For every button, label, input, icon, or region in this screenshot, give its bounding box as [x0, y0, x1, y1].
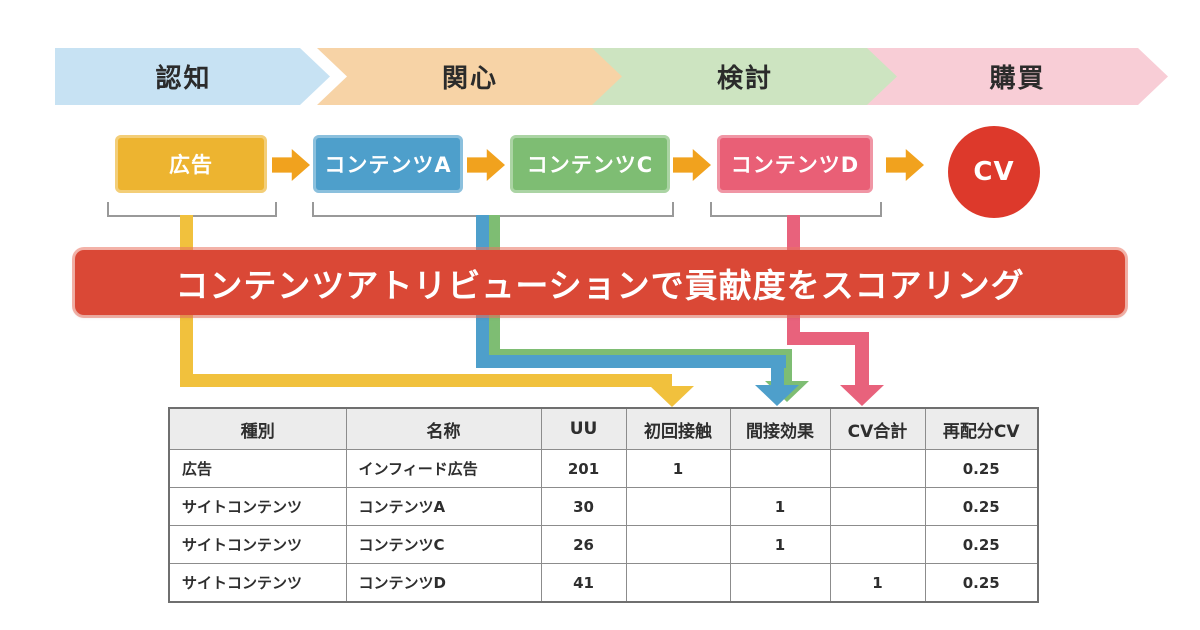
cell-name: インフィード広告: [345, 449, 542, 488]
cell-uu: 201: [540, 449, 627, 488]
flow-arrow-icon: [272, 149, 310, 181]
cell-indirect: 1: [729, 487, 831, 526]
scoring-banner: コンテンツアトリビューションで貢献度をスコアリング: [75, 250, 1125, 315]
table-header-row: 種別 名称 UU 初回接触 間接効果 CV合計 再配分CV: [168, 407, 1039, 450]
node-content-c: コンテンツC: [510, 135, 670, 193]
cell-indirect: [729, 563, 831, 603]
cell-cv-total: [829, 449, 926, 488]
node-content-d: コンテンツD: [717, 135, 873, 193]
flow-arrow-icon: [467, 149, 505, 181]
cell-cv-total: [829, 487, 926, 526]
node-label: コンテンツD: [730, 153, 860, 177]
cell-redistributed-cv: 0.25: [924, 563, 1039, 603]
connector-pink-arrowhead-icon: [840, 385, 884, 406]
cell-uu: 41: [540, 563, 627, 603]
cell-redistributed-cv: 0.25: [924, 487, 1039, 526]
node-label: CV: [973, 157, 1015, 187]
connector-pink-drop: [855, 332, 869, 387]
node-content-a: コンテンツA: [313, 135, 463, 193]
funnel-stage-label: 購買: [989, 64, 1046, 94]
node-label: 広告: [169, 153, 213, 177]
node-ad: 広告: [115, 135, 267, 193]
cell-cv-total: [829, 525, 926, 564]
table-row: サイトコンテンツ コンテンツC 26 1 0.25: [168, 525, 1039, 564]
cell-redistributed-cv: 0.25: [924, 449, 1039, 488]
cell-uu: 30: [540, 487, 627, 526]
cell-first-touch: 1: [625, 449, 731, 488]
node-cv: CV: [948, 126, 1040, 218]
table-row: サイトコンテンツ コンテンツA 30 1 0.25: [168, 487, 1039, 526]
funnel-stage-label: 認知: [155, 64, 212, 94]
funnel-stage-label: 検討: [716, 64, 773, 94]
cell-cv-total: 1: [829, 563, 926, 603]
cell-first-touch: [625, 525, 731, 564]
cell-name: コンテンツD: [345, 563, 542, 603]
attribution-table: 種別 名称 UU 初回接触 間接効果 CV合計 再配分CV 広告 インフィード広…: [168, 407, 1039, 603]
connector-blue-arrowhead-icon: [755, 385, 799, 406]
cell-first-touch: [625, 563, 731, 603]
col-header-indirect: 間接効果: [729, 407, 831, 450]
funnel-stage-purchase: 購買: [867, 48, 1168, 105]
table-row: サイトコンテンツ コンテンツD 41 1 0.25: [168, 563, 1039, 603]
cell-name: コンテンツC: [345, 525, 542, 564]
funnel-stage-awareness: 認知: [55, 48, 330, 105]
cell-indirect: [729, 449, 831, 488]
flow-arrow-icon: [673, 149, 711, 181]
cell-name: コンテンツA: [345, 487, 542, 526]
connector-yellow-horizontal: [180, 374, 672, 387]
node-label: コンテンツA: [324, 153, 452, 177]
col-header-cv-total: CV合計: [829, 407, 926, 450]
table-row: 広告 インフィード広告 201 1 0.25: [168, 449, 1039, 488]
connector-pink-horizontal: [787, 332, 869, 345]
cell-redistributed-cv: 0.25: [924, 525, 1039, 564]
cell-type: 広告: [168, 449, 347, 488]
cell-type: サイトコンテンツ: [168, 487, 347, 526]
connector-yellow-arrowhead-icon: [650, 386, 694, 407]
funnel-stage-consideration: 検討: [592, 48, 898, 105]
cell-first-touch: [625, 487, 731, 526]
cell-type: サイトコンテンツ: [168, 563, 347, 603]
col-header-uu: UU: [540, 407, 627, 450]
col-header-first-touch: 初回接触: [625, 407, 731, 450]
col-header-redistributed-cv: 再配分CV: [924, 407, 1039, 450]
cell-type: サイトコンテンツ: [168, 525, 347, 564]
cell-uu: 26: [540, 525, 627, 564]
connector-blue-drop: [771, 355, 784, 386]
cell-indirect: 1: [729, 525, 831, 564]
funnel-stage-interest: 関心: [317, 48, 623, 105]
node-label: コンテンツC: [526, 153, 654, 177]
flow-arrow-icon: [886, 149, 924, 181]
funnel-stage-label: 関心: [441, 64, 498, 94]
connector-blue-horizontal: [476, 355, 786, 368]
scoring-banner-text: コンテンツアトリビューションで貢献度をスコアリング: [175, 265, 1025, 305]
col-header-type: 種別: [168, 407, 347, 450]
col-header-name: 名称: [345, 407, 542, 450]
